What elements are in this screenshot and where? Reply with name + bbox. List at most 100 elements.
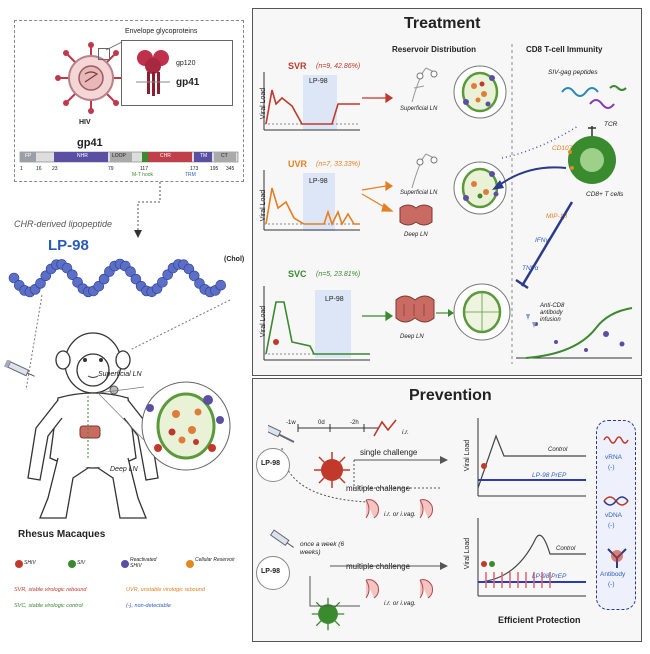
helix-bead — [98, 273, 110, 285]
route-ir-1: i.r. — [402, 429, 409, 436]
legend-icons — [15, 560, 194, 568]
svc-group-label: SVC — [288, 269, 307, 279]
timeline-1w: -1w — [286, 420, 296, 426]
rhesus-macaque-figure — [27, 332, 159, 519]
gp41-seg-tm: TM — [200, 153, 208, 159]
results-box — [596, 420, 636, 610]
cd8-t-cell-icon — [568, 126, 616, 184]
treatment-title: Treatment — [404, 15, 481, 32]
svr-drug-window — [303, 75, 337, 130]
lp98-helix — [8, 258, 226, 298]
antibody-icon — [607, 548, 627, 568]
gp41-inset-label: gp41 — [176, 77, 200, 88]
dotted-arrow — [134, 182, 161, 238]
prevention-title: Prevention — [409, 387, 492, 404]
routes-label-2: i.r. or i.vag. — [384, 600, 416, 607]
efficient-protection-label: Efficient Protection — [498, 615, 581, 625]
gp41-seg-nhr: NHR — [77, 153, 88, 159]
shiv-virus-icon — [314, 452, 350, 488]
superficial-ln-icon-2 — [411, 153, 438, 189]
lp98-label-2: LP-98 — [261, 568, 281, 575]
helix-bead — [93, 280, 105, 292]
siv-gag-label: SIV-gag peptides — [548, 69, 598, 76]
hiv-virion-icon — [55, 42, 127, 114]
rebound-curve — [516, 307, 633, 359]
zoom-connector — [105, 41, 123, 51]
helix-to-monkey-lines — [25, 294, 231, 391]
ifn-label: IFNγ — [535, 237, 549, 244]
control-label-2: Control — [556, 546, 576, 552]
prev-chart1-y-axis: Viral Load — [464, 439, 472, 472]
superficial-ln-label: Superficial LN — [98, 371, 142, 378]
svr-stat: (n=9, 42.86%) — [316, 63, 361, 70]
prep-label-1: LP-98 PrEP — [532, 472, 567, 479]
superficial-ln-icon — [411, 67, 438, 103]
protection-chart-2 — [477, 518, 586, 597]
gp41-seg-ct: CT — [221, 153, 228, 159]
chol-label: (Chol) — [224, 256, 245, 263]
svr-drug-label: LP-98 — [309, 78, 328, 85]
envelope-trimer-icon — [136, 50, 170, 96]
legend-uvr: UVR, unstable virologic rebound — [126, 587, 205, 593]
deep-ln-icon-2 — [399, 204, 433, 226]
prevention-timeline — [268, 424, 378, 503]
multiple-challenge-arrows — [309, 562, 448, 607]
uvr-drug-label: LP-98 — [309, 178, 328, 185]
helix-bead — [125, 266, 136, 278]
row3-arrow — [436, 309, 454, 317]
prev-chart2-y-axis: Viral Load — [464, 537, 472, 570]
routes-label-1: i.r. or i.vag. — [384, 511, 416, 518]
helix-bead — [35, 278, 46, 289]
svc-drug-window — [315, 290, 351, 358]
gp41-seg-loop: LOOP — [112, 153, 126, 159]
legend-shiv: SHIV — [24, 560, 36, 566]
ir-route-icon — [373, 419, 397, 437]
vdna-icon — [603, 496, 629, 506]
single-challenge-label: single challenge — [360, 448, 418, 457]
gp41-num: 16 — [36, 166, 42, 172]
hiv-label: HIV — [79, 119, 91, 126]
single-challenge-arrow — [353, 456, 448, 489]
antibody-label: Antibody — [600, 571, 626, 578]
legend-svc: SVC, stable virologic control — [14, 603, 83, 609]
legend-siv: SIV — [77, 560, 86, 566]
gp41-num: 79 — [108, 166, 114, 172]
anti-cd8-label: Anti-CD8 antibody infusion — [540, 303, 565, 323]
uterus-icons-2 — [365, 579, 433, 599]
svr-viral-curve — [263, 72, 360, 131]
legend-svr: SVR, stable virologic rebound — [14, 587, 87, 593]
envelope-label: Envelope glycoproteins — [125, 28, 198, 35]
lp98-title: LP-98 — [48, 237, 89, 254]
svc-y-axis: Viral Load — [260, 305, 268, 338]
uvr-viral-curve — [263, 170, 360, 231]
gp41-num: 117 — [140, 166, 148, 172]
column-divider — [511, 44, 513, 364]
prep-label-2: LP-98 PrEP — [532, 573, 567, 580]
mip-label: MIP-1β — [546, 213, 568, 220]
r3-deep-ln: Deep LN — [400, 334, 424, 340]
syringe-icon — [4, 360, 35, 377]
uterus-icons-1 — [365, 499, 433, 519]
reservoir-node-1 — [453, 65, 507, 119]
gp41-domain-bar — [19, 151, 239, 163]
legend-reactivated-shiv: Reactivated SHIV — [130, 557, 157, 569]
svc-stat: (n=5, 23.81%) — [316, 271, 361, 278]
vrna-nd: (-) — [608, 464, 615, 471]
helix-bead — [67, 269, 78, 281]
gp120-label: gp120 — [176, 60, 196, 67]
helix-bead — [8, 272, 20, 284]
svc-viral-curve — [263, 286, 370, 361]
uvr-stat: (n=7, 33.33%) — [316, 161, 361, 168]
zoom-connectors — [97, 386, 145, 441]
gp41-num: 23 — [52, 166, 58, 172]
once-week-label: once a week (6 weeks) — [300, 541, 345, 556]
timeline-0d: 0d — [318, 420, 325, 426]
vrna-label: vRNA — [605, 454, 622, 461]
svr-group-label: SVR — [288, 61, 307, 71]
control-label-1: Control — [548, 447, 568, 453]
helix-bead — [157, 276, 168, 288]
cd8-cells-label: CD8+ T cells — [586, 191, 624, 198]
reservoir-node-3 — [453, 283, 511, 341]
multiple-challenge-label-1: multiple challenge — [346, 484, 411, 493]
gp41-seg-chr: CHR — [160, 153, 171, 159]
